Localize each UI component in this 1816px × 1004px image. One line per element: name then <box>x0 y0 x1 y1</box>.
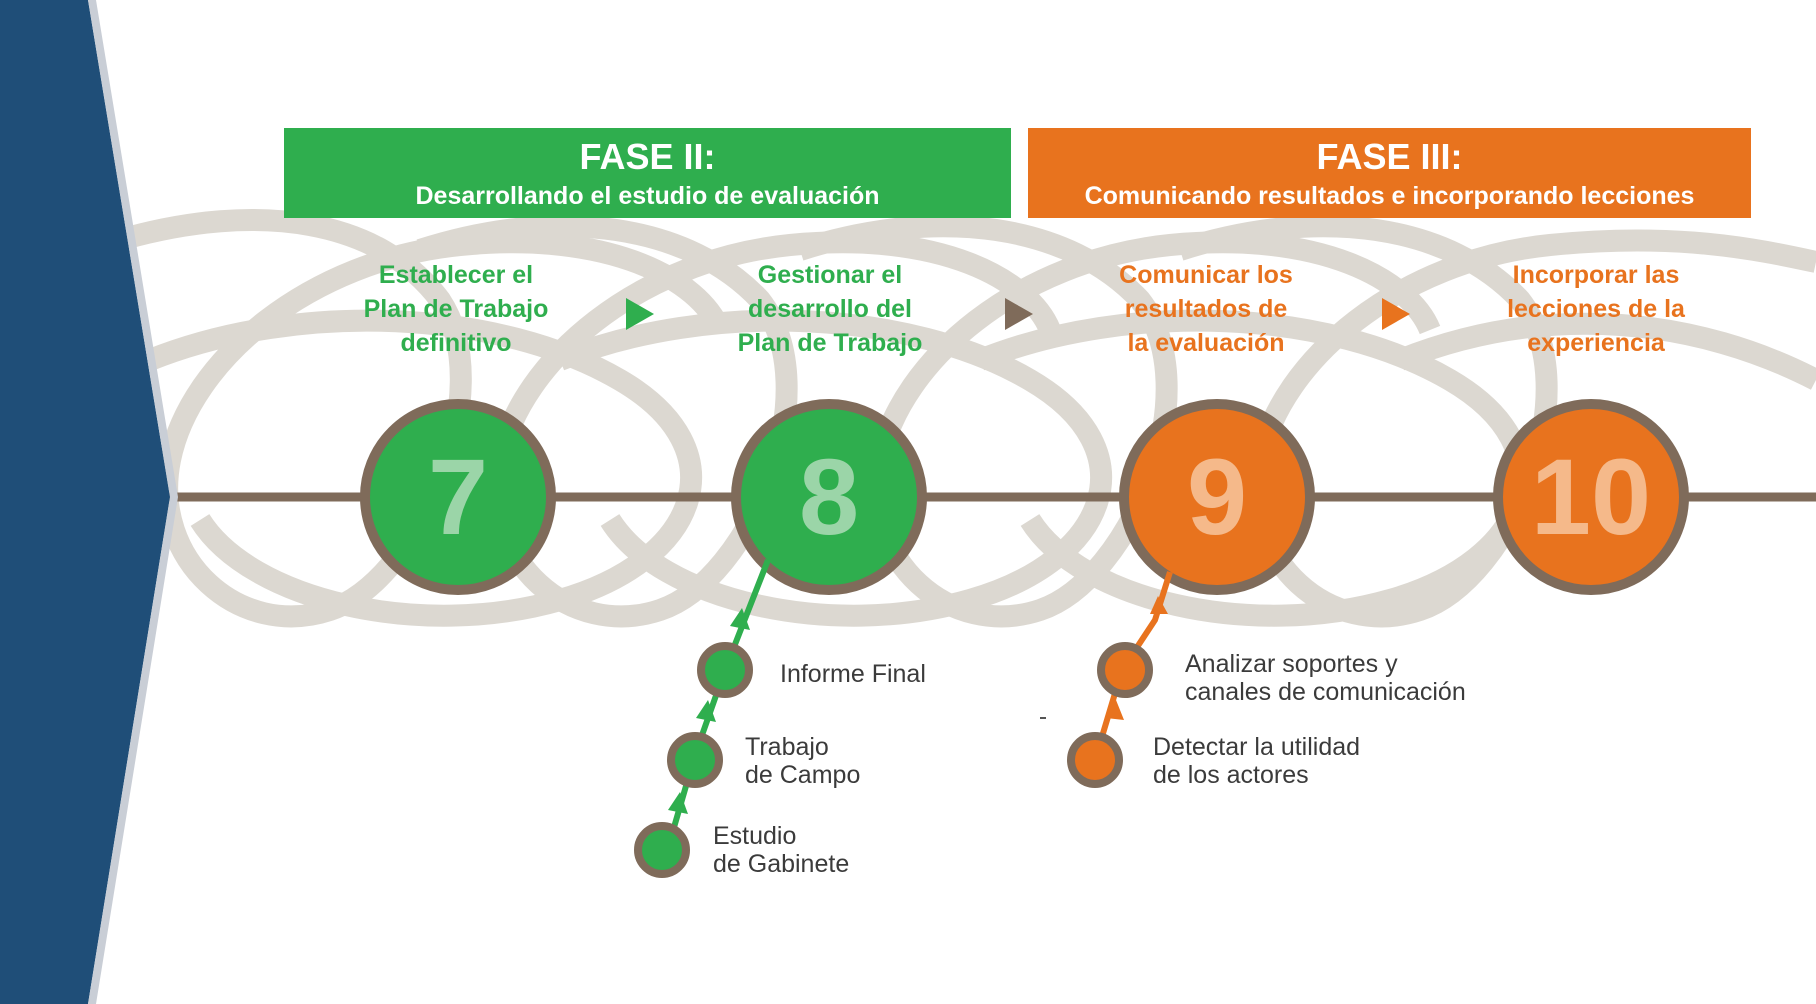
step-10-number: 10 <box>1530 436 1652 557</box>
arrow-right-icon <box>626 298 654 330</box>
phase-iii-banner: FASE III: Comunicando resultados e incor… <box>1028 128 1751 218</box>
phase-ii-title: FASE II: <box>579 136 716 177</box>
substep-trabajo-campo-dot <box>667 732 723 788</box>
substep-estudio-gabinete-dot <box>634 822 690 878</box>
step-9-title: Comunicar los resultados de la evaluació… <box>1119 261 1293 357</box>
substep-detectar-utilidad-dot <box>1067 732 1123 788</box>
arrow-right-icon <box>1005 298 1033 330</box>
step-8-number: 8 <box>798 436 860 557</box>
step-10-circle <box>1493 399 1689 595</box>
step-7-title: Establecer el Plan de Trabajo definitivo <box>363 261 549 357</box>
step-7-circle <box>360 399 556 595</box>
phase-ii-banner: FASE II: Desarrollando el estudio de eva… <box>284 128 1011 218</box>
step-10-title: Incorporar las lecciones de la experienc… <box>1507 261 1685 357</box>
substep-detectar-utilidad-label: Detectar la utilidad de los actores <box>1153 733 1361 789</box>
substep-informe-final-dot <box>697 642 753 698</box>
substep-analizar-soportes-dot <box>1097 642 1153 698</box>
step-8-title: Gestionar el desarrollo del Plan de Trab… <box>737 261 923 357</box>
step-9-branch <box>1040 571 1173 788</box>
phase-ii-subtitle: Desarrollando el estudio de evaluación <box>415 182 880 210</box>
arrow-right-icon <box>1382 298 1410 330</box>
substep-analizar-soportes-label: Analizar soportes y canales de comunicac… <box>1185 650 1466 706</box>
substep-informe-final-label: Informe Final <box>780 660 926 688</box>
phase-iii-subtitle: Comunicando resultados e incorporando le… <box>1084 182 1695 210</box>
sidebar-chevron <box>0 0 170 1004</box>
substep-estudio-gabinete-label: Estudio de Gabinete <box>713 822 850 878</box>
phase-iii-title: FASE III: <box>1316 136 1463 177</box>
step-9-number: 9 <box>1186 436 1248 557</box>
step-9-circle <box>1119 399 1315 595</box>
step-8-branch <box>634 558 771 878</box>
step-7-number: 7 <box>427 436 489 557</box>
step-8-circle <box>731 399 927 595</box>
substep-trabajo-campo-label: Trabajo de Campo <box>745 733 861 789</box>
decorative-loop-band <box>116 209 1816 628</box>
